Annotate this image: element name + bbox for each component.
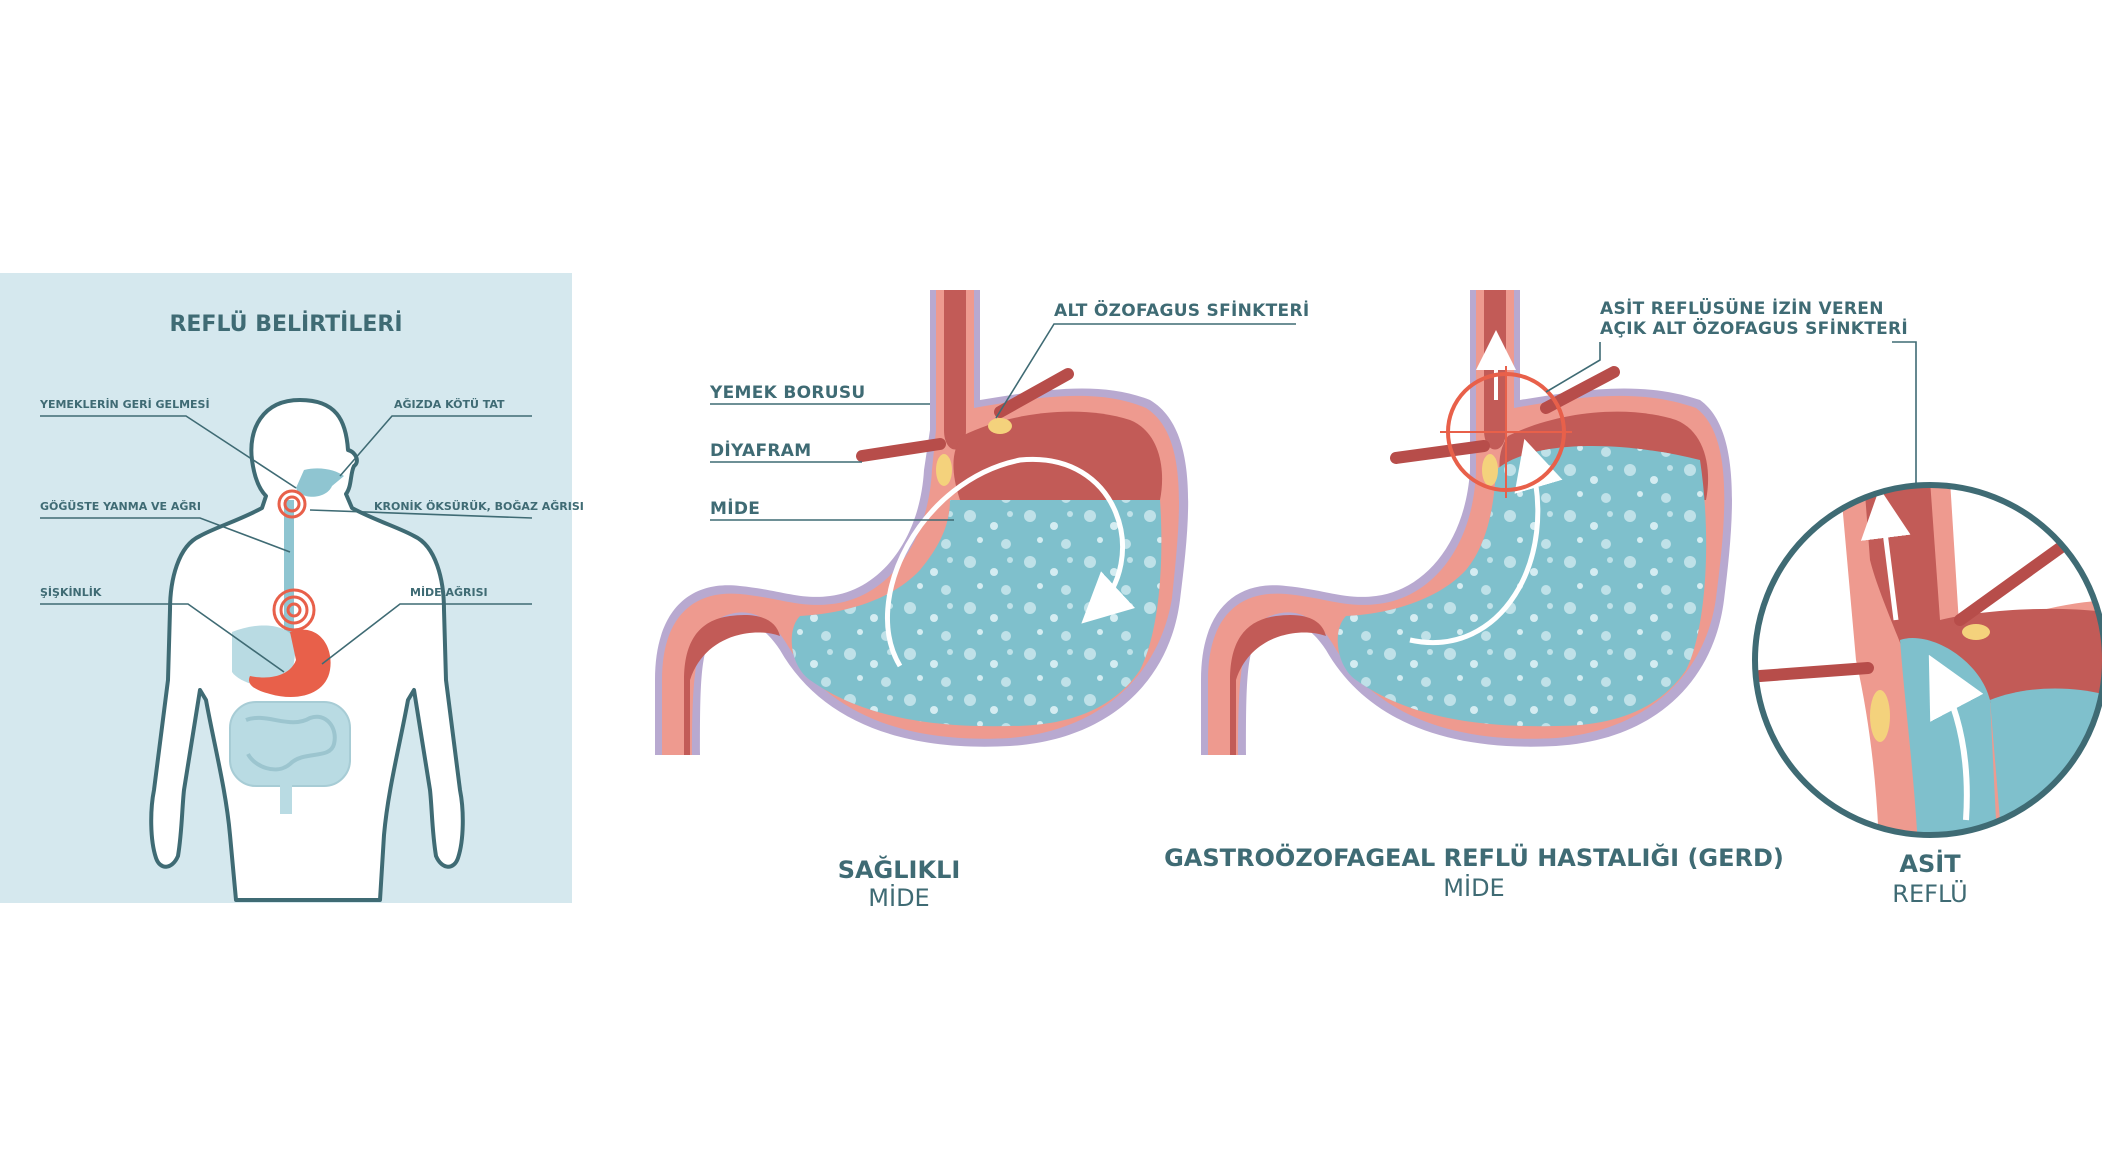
symptoms-panel: REFLÜ BELİRTİLERİ: [0, 273, 584, 903]
leader-gerd-sphincter: [1545, 342, 1601, 393]
gerd-caption-line2: MİDE: [1443, 873, 1504, 902]
gerd-duodenum-inner: [1218, 614, 1326, 755]
acid-reflux-zoom: ASİT REFLÜ: [1752, 482, 2102, 908]
gerd-highlight-crosshair: [1440, 366, 1572, 498]
healthy-esophagus-inner: [944, 290, 966, 450]
leader-heartburn: [40, 517, 291, 553]
throat-pain-target-icon: [277, 489, 307, 519]
zoom-diaphragm: [1755, 662, 1874, 682]
zoom-sphincter-fat: [1962, 624, 1990, 640]
zoom-reflux-arrow-upper: [1860, 488, 1911, 621]
label-diaphragm: DİYAFRAM: [710, 439, 811, 461]
gerd-sphincter-label-line2: AÇIK ALT ÖZOFAGUS SFİNKTERİ: [1600, 317, 1908, 339]
healthy-duodenum-inner: [672, 614, 780, 755]
healthy-sphincter: [988, 418, 1012, 434]
leader-stomach-pain: [321, 603, 532, 665]
leader-regurgitation: [40, 415, 297, 489]
label-cough: KRONİK ÖKSÜRÜK, BOĞAZ AĞRISI: [374, 499, 584, 513]
healthy-stomach-illustration: YEMEK BORUSU DİYAFRAM MİDE ALT ÖZOFAGUS …: [655, 290, 1309, 912]
label-bad-taste: AĞIZDA KÖTÜ TAT: [394, 397, 505, 411]
label-heartburn: GÖĞÜSTE YANMA VE AĞRI: [40, 499, 201, 513]
gerd-sphincter-label-line1: ASİT REFLÜSÜNE İZİN VEREN: [1600, 297, 1884, 319]
zoom-reflux-arrow-lower: [1928, 654, 1984, 821]
healthy-diaphragm-right: [994, 368, 1074, 418]
zoom-fat-deposit: [1870, 690, 1890, 742]
human-body-figure: [149, 398, 465, 902]
gerd-diaphragm: [1390, 440, 1490, 464]
healthy-caption-line2: MİDE: [868, 883, 929, 912]
chest-pain-target-icon: [272, 588, 316, 632]
healthy-caption-line1: SAĞLIKLI: [838, 854, 961, 884]
healthy-acid-bubbles: [791, 500, 1162, 727]
label-bloating: ŞİŞKİNLİK: [40, 585, 102, 599]
gerd-flow-arrow: [1409, 438, 1563, 645]
symptoms-title: REFLÜ BELİRTİLERİ: [169, 311, 402, 337]
label-sphincter: ALT ÖZOFAGUS SFİNKTERİ: [1054, 299, 1309, 321]
stomach-highlight: [248, 629, 331, 697]
leader-cough: [309, 509, 533, 519]
label-stomach-pain: MİDE AĞRISI: [410, 585, 488, 599]
intestines: [229, 701, 351, 814]
leader-bloating: [40, 603, 285, 673]
gerd-fat-deposit: [1482, 454, 1498, 486]
zoom-frame: [1752, 482, 2102, 838]
label-stomach: MİDE: [710, 497, 760, 519]
zoom-caption-line2: REFLÜ: [1892, 879, 1967, 908]
leader-gerd-zoom: [1892, 341, 1917, 486]
zoom-acid-right: [1990, 688, 2102, 820]
label-regurgitation: YEMEKLERİN GERİ GELMESİ: [39, 397, 210, 411]
esophagus-tube: [284, 500, 294, 650]
healthy-flow-arrow: [884, 456, 1135, 668]
leader-bad-taste: [339, 415, 532, 477]
healthy-diaphragm: [856, 438, 946, 462]
zoom-caption-line1: ASİT: [1899, 849, 1961, 878]
leader-sphincter: [995, 323, 1296, 419]
healthy-fundus: [953, 411, 1163, 500]
healthy-fat-deposit: [936, 454, 952, 486]
throat: [296, 468, 344, 497]
label-esophagus: YEMEK BORUSU: [709, 383, 866, 403]
zoom-diaphragm-right: [1954, 542, 2066, 626]
gerd-stomach-illustration: ASİT REFLÜSÜNE İZİN VEREN AÇIK ALT ÖZOFA…: [1164, 290, 1917, 902]
gerd-caption-line1: GASTROÖZOFAGEAL REFLÜ HASTALIĞI (GERD): [1164, 842, 1784, 872]
